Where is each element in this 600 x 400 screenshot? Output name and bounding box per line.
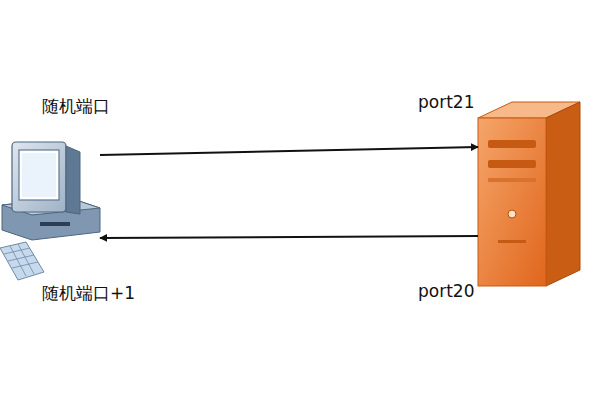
port-label: 随机端口+1 [42,283,135,303]
port-label: port20 [418,281,474,301]
data-arrow [100,147,478,155]
data-arrow [100,236,478,238]
ftp-server: port21port20 [478,102,580,286]
port-label: 随机端口 [42,96,110,116]
client-computer: 随机端口随机端口+1 [2,140,100,285]
server-icon [478,102,580,286]
port-label: port21 [418,92,474,112]
computer-icon [0,142,100,280]
